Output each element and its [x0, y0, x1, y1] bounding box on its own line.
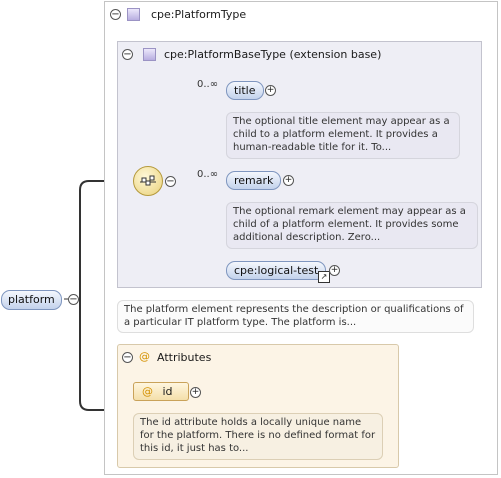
- expand-logical-test-icon[interactable]: +: [329, 265, 340, 276]
- element-title[interactable]: title: [226, 81, 264, 100]
- platform-documentation: The platform element represents the desc…: [117, 300, 474, 333]
- base-type-label: cpe:PlatformBaseType (extension base): [164, 48, 382, 61]
- sequence-icon: [140, 175, 156, 186]
- element-title-label: title: [234, 84, 256, 97]
- element-remark-label: remark: [234, 174, 274, 187]
- reference-arrow-icon: ↗: [318, 271, 330, 283]
- attribute-icon: @: [142, 385, 153, 398]
- sequence-compositor-icon[interactable]: [133, 166, 163, 196]
- attribute-group-icon: @: [139, 350, 150, 363]
- collapse-base-type-icon[interactable]: −: [122, 49, 133, 60]
- platform-type-label: cpe:PlatformType: [151, 8, 247, 21]
- collapse-attributes-icon[interactable]: −: [122, 352, 133, 363]
- title-cardinality: 0..∞: [197, 79, 219, 90]
- root-element-label: platform: [8, 293, 55, 306]
- root-element-platform[interactable]: platform: [1, 290, 62, 310]
- remark-documentation: The optional remark element may appear a…: [226, 202, 478, 249]
- id-documentation: The id attribute holds a locally unique …: [133, 413, 383, 460]
- attributes-label: Attributes: [157, 351, 212, 364]
- element-remark[interactable]: remark: [226, 171, 282, 190]
- title-documentation: The optional title element may appear as…: [226, 112, 460, 159]
- collapse-platform-type-icon[interactable]: −: [110, 9, 121, 20]
- element-logical-test-label: cpe:logical-test: [234, 264, 319, 277]
- collapse-toggle-icon[interactable]: −: [68, 294, 79, 305]
- attribute-id-label: id: [162, 385, 173, 398]
- attribute-id[interactable]: @ id: [133, 382, 189, 401]
- expand-title-icon[interactable]: +: [265, 85, 276, 96]
- element-logical-test[interactable]: cpe:logical-test: [226, 261, 327, 280]
- expand-id-icon[interactable]: +: [190, 387, 201, 398]
- complex-type-icon: [143, 48, 156, 61]
- base-type-frame: [117, 41, 482, 288]
- complex-type-icon: [127, 8, 140, 21]
- remark-cardinality: 0..∞: [197, 169, 219, 180]
- collapse-sequence-icon[interactable]: −: [165, 176, 176, 187]
- expand-remark-icon[interactable]: +: [283, 175, 294, 186]
